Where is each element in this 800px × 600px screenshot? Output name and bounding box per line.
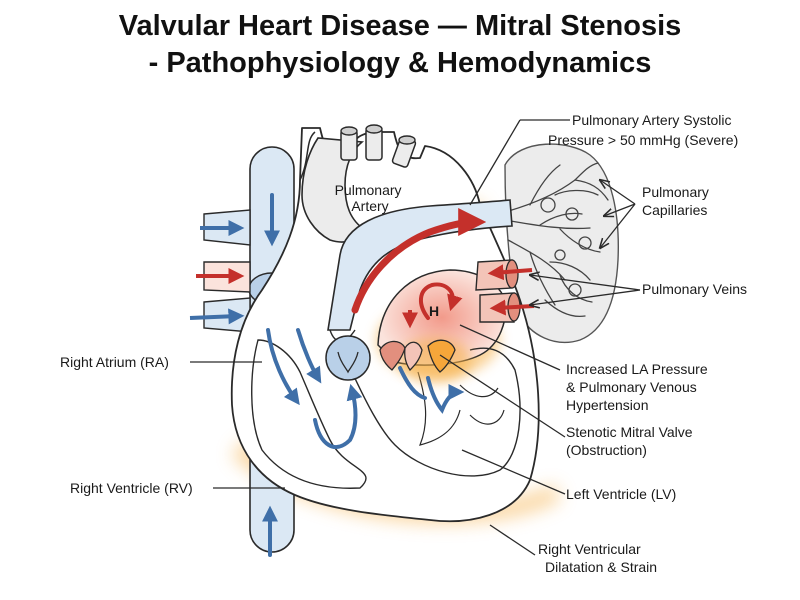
label-pulmonary-capillaries: Pulmonary Capillaries	[642, 184, 713, 218]
pulmonic-valve	[325, 335, 371, 381]
pulmonary-capillaries	[504, 143, 619, 344]
la-pressure-marker: H	[429, 303, 439, 319]
title-line-1: Valvular Heart Disease — Mitral Stenosis	[118, 10, 682, 42]
leader-lines	[190, 119, 641, 556]
label-right-atrium: Right Atrium (RA)	[60, 354, 169, 370]
label-rv-dilatation-strain: Right Ventricular Dilatation & Strain	[538, 541, 657, 575]
la-circular-flow-arrow	[402, 282, 463, 329]
label-right-ventricle: Right Ventricle (RV)	[70, 480, 193, 496]
label-stenotic-mitral-valve: Stenotic Mitral Valve (Obstruction)	[566, 424, 696, 458]
pulmonary-artery-flow-arrow	[351, 208, 487, 314]
tributary-vessels	[189, 209, 251, 333]
label-pa-systolic-pressure: Pulmonary Artery Systolic Pressure > 50 …	[548, 112, 738, 148]
great-vessels	[301, 124, 417, 243]
label-increased-la-pressure: Increased LA Pressure & Pulmonary Venous…	[566, 361, 712, 413]
label-pulmonary-artery: Pulmonary Artery	[335, 182, 406, 214]
pulmonary-veins	[475, 259, 535, 323]
deoxygenated-flow-arrows	[262, 193, 465, 557]
diagram-title: Valvular Heart Disease — Mitral Stenosis…	[0, 8, 800, 82]
label-pulmonary-veins: Pulmonary Veins	[642, 281, 747, 297]
label-left-ventricle: Left Ventricle (LV)	[566, 486, 676, 502]
title-line-2: - Pathophysiology & Hemodynamics	[148, 47, 652, 79]
